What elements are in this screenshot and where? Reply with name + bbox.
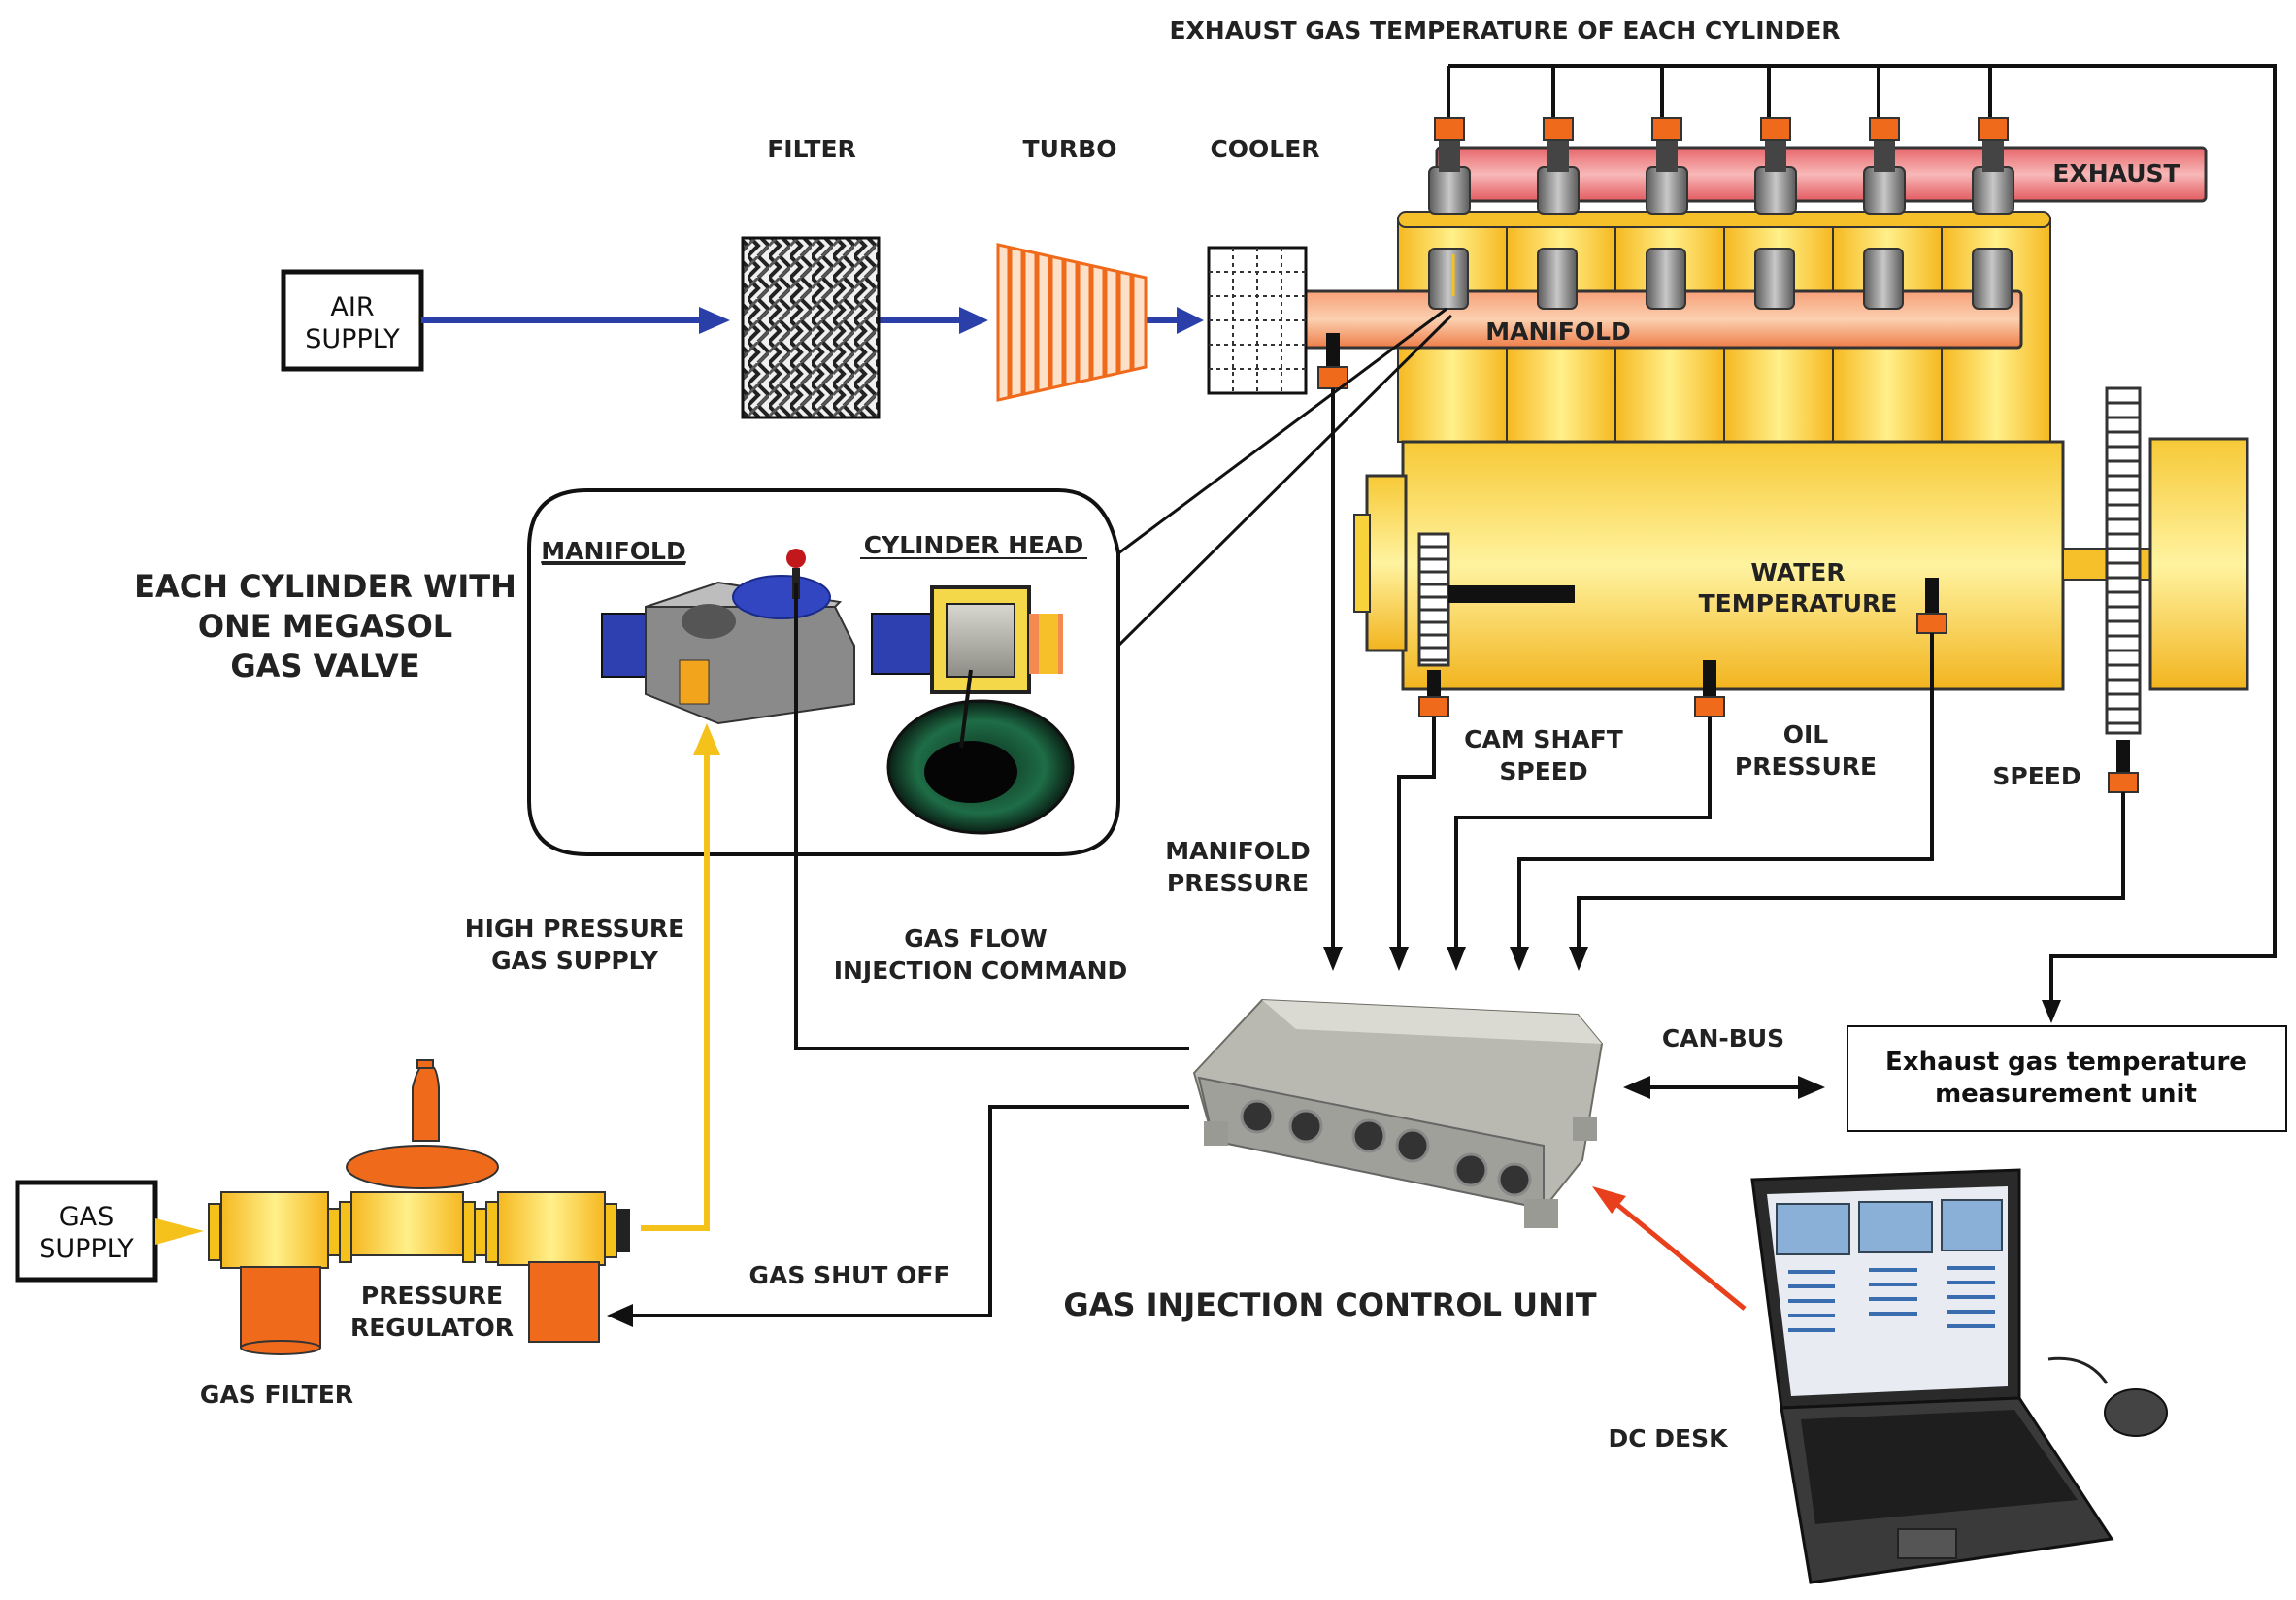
cooler-label: COOLER [1210, 135, 1319, 163]
filter-label: FILTER [767, 135, 856, 163]
high-pressure-label-2: GAS SUPPLY [491, 947, 659, 975]
crankcase [1401, 440, 2065, 691]
camshaft [1448, 585, 1575, 603]
dc-desk-laptop [1750, 1168, 2168, 1584]
gas-shut-off-label: GAS SHUT OFF [749, 1261, 950, 1289]
gas-filter-label: GAS FILTER [200, 1381, 353, 1409]
air-filter [741, 236, 881, 419]
exhaust-label: EXHAUST [2052, 159, 2180, 187]
flywheel [2148, 437, 2249, 691]
intake-ports [1428, 248, 2013, 310]
high-pressure-gas-line [641, 752, 710, 1231]
exhaust-unit-label-2: measurement unit [1935, 1080, 2197, 1109]
manifold-pressure-label-1: MANIFOLD [1165, 837, 1310, 865]
oil-pressure-label-2: PRESSURE [1735, 752, 1877, 781]
inset-callout-lines [1116, 307, 1453, 648]
inset-cylinder [871, 585, 1075, 835]
pressure-regulator-label-1: PRESSURE [361, 1282, 503, 1310]
speed-gear [2105, 386, 2142, 735]
cam-shaft-speed-label-1: CAM SHAFT [1464, 725, 1623, 753]
turbo-label: TURBO [1023, 135, 1117, 163]
dc-desk-link-arrowhead [1592, 1186, 1626, 1214]
gas-injection-command-line [794, 583, 1189, 1050]
sensor-lines [1331, 388, 2125, 947]
water-temp-label-1: WATER [1750, 558, 1845, 586]
megasol-gas-valve [601, 549, 855, 725]
gas-supply-label-1: GAS [59, 1202, 115, 1232]
gas-supply-arrow [155, 1218, 204, 1245]
manifold-pressure-label-2: PRESSURE [1167, 869, 1309, 897]
inset-cylinder-head-label: CYLINDER HEAD [864, 531, 1084, 559]
exhaust-unit-label-1: Exhaust gas temperature [1885, 1048, 2246, 1077]
turbo [996, 243, 1148, 402]
exhaust-port-2 [1537, 117, 1580, 215]
high-pressure-label-1: HIGH PRESSURE [465, 915, 685, 943]
gas-supply-label-2: SUPPLY [39, 1234, 134, 1264]
gas-flow-label-1: GAS FLOW [904, 924, 1048, 952]
speed-label: SPEED [1992, 762, 2080, 790]
front-cover [1365, 474, 1408, 652]
can-bus-label: CAN-BUS [1662, 1024, 1784, 1052]
gas-injection-control-unit [1192, 998, 1604, 1228]
speed-gear-teeth [2107, 401, 2140, 725]
manifold-label: MANIFOLD [1485, 317, 1630, 346]
can-bus-line [1623, 1076, 1825, 1099]
pressure-regulator [346, 1059, 499, 1263]
each-cylinder-label-2: ONE MEGASOL [198, 608, 452, 645]
air-supply-box [281, 269, 424, 372]
gas-flow-label-2: INJECTION COMMAND [834, 956, 1128, 984]
gas-shutoff-valve [497, 1191, 630, 1343]
cam-shaft-speed-label-2: SPEED [1499, 757, 1587, 785]
speed-sensor [2108, 740, 2139, 793]
exhaust-port-5 [1863, 117, 1906, 215]
exhaust-port-6 [1972, 117, 2014, 215]
air-supply-label-2: SUPPLY [305, 324, 400, 354]
gas-shut-off-arrowhead [607, 1304, 633, 1327]
exhaust-port-3 [1646, 117, 1688, 215]
gas-filter [208, 1191, 352, 1355]
each-cylinder-label-3: GAS VALVE [230, 648, 419, 684]
each-cylinder-label-1: EACH CYLINDER WITH [134, 568, 516, 605]
air-flow-line [421, 307, 1204, 334]
exhaust-temp-bus [1447, 64, 2277, 1000]
manifold-pressure-sensor [1317, 333, 1348, 389]
high-pressure-gas-arrowhead [693, 723, 720, 755]
dc-desk-label: DC DESK [1608, 1424, 1729, 1452]
camshaft-gear-teeth [1419, 545, 1448, 662]
sensor-arrowheads [1323, 947, 1588, 971]
exhaust-unit-arrowhead [2042, 1000, 2061, 1023]
oil-pressure-sensor [1694, 660, 1725, 717]
pressure-regulator-label-2: REGULATOR [350, 1314, 514, 1342]
gas-supply-box [15, 1180, 158, 1283]
exhaust-port-1 [1428, 117, 1471, 215]
water-temp-label-2: TEMPERATURE [1699, 589, 1898, 617]
exhaust-measurement-unit-box [1847, 1025, 2287, 1132]
exhaust-ports [1428, 117, 2014, 215]
front-cover-inner [1353, 514, 1371, 613]
camshaft-gear [1417, 532, 1450, 667]
inset-manifold-label: MANIFOLD [541, 537, 685, 565]
cooler [1207, 246, 1308, 395]
exhaust-temp-each-cylinder-label: EXHAUST GAS TEMPERATURE OF EACH CYLINDER [1169, 17, 1840, 45]
dc-desk-link-line [1614, 1202, 1747, 1311]
air-supply-label-1: AIR [330, 292, 374, 322]
cam-shaft-sensor [1418, 670, 1449, 717]
control-unit-label: GAS INJECTION CONTROL UNIT [1063, 1286, 1596, 1323]
oil-pressure-label-1: OIL [1783, 720, 1829, 749]
gas-shut-off-line [631, 1105, 1189, 1317]
exhaust-port-4 [1754, 117, 1797, 215]
